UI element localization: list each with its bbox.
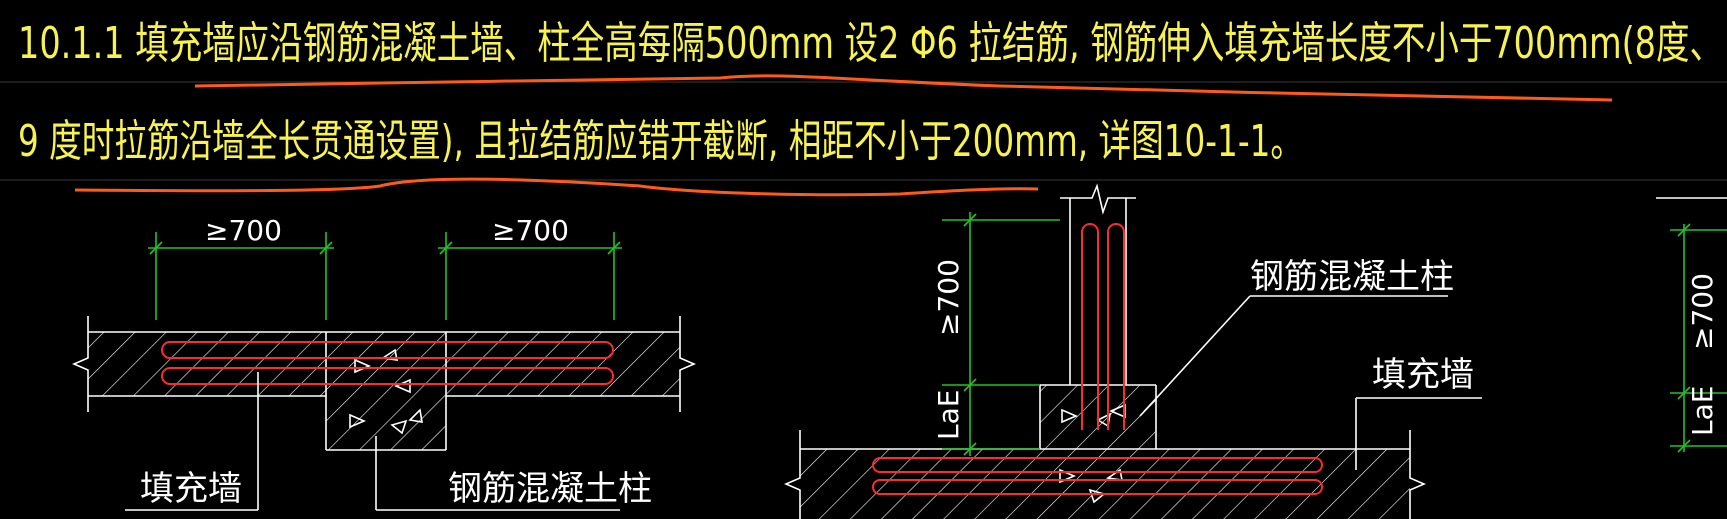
right-label-infill-wall: 填充墙 (1372, 355, 1474, 395)
right-dim-label-lower: LaE (932, 390, 965, 440)
edge-detail: ≥700 LaE (1656, 197, 1727, 453)
spec-text-line-1: 10.1.1 填充墙应沿钢筋混凝土墙、柱全高每隔500mm 设2 Φ6 拉结筋,… (18, 18, 1723, 69)
spec-text-line-2: 9 度时拉筋沿墙全长贯通设置), 且拉结筋应错开截断, 相距不小于200mm, … (18, 116, 1303, 167)
right-detail: ≥700 LaE 钢筋混凝土柱 填充墙 (783, 183, 1482, 519)
right-label-rc-column: 钢筋混凝土柱 (1250, 257, 1454, 297)
left-detail: ≥700 ≥700 填充墙 钢筋混凝土柱 (71, 214, 697, 511)
underline-line-1 (194, 74, 1613, 102)
left-label-infill-wall: 填充墙 (140, 469, 242, 509)
left-column-hatch (326, 396, 446, 450)
left-dim-label-1: ≥700 (205, 214, 282, 247)
left-rebar-1 (161, 341, 614, 359)
right-dim-label-upper: ≥700 (932, 259, 965, 336)
edge-dim-label-lower: LaE (1686, 386, 1719, 436)
right-rebar-horizontal-2 (872, 479, 1323, 495)
right-rebar-horizontal-1 (872, 457, 1323, 473)
underline-line-2 (74, 177, 1039, 197)
left-dim-label-2: ≥700 (492, 214, 569, 247)
left-rebar-2 (161, 367, 614, 385)
right-wall-hatch (800, 449, 1410, 519)
right-rebar-vertical-2 (1107, 223, 1125, 430)
grid-lines (0, 81, 1727, 181)
edge-dim-label-upper: ≥700 (1686, 273, 1719, 350)
right-rebar-vertical-1 (1081, 223, 1099, 430)
left-label-rc-column: 钢筋混凝土柱 (448, 469, 652, 509)
